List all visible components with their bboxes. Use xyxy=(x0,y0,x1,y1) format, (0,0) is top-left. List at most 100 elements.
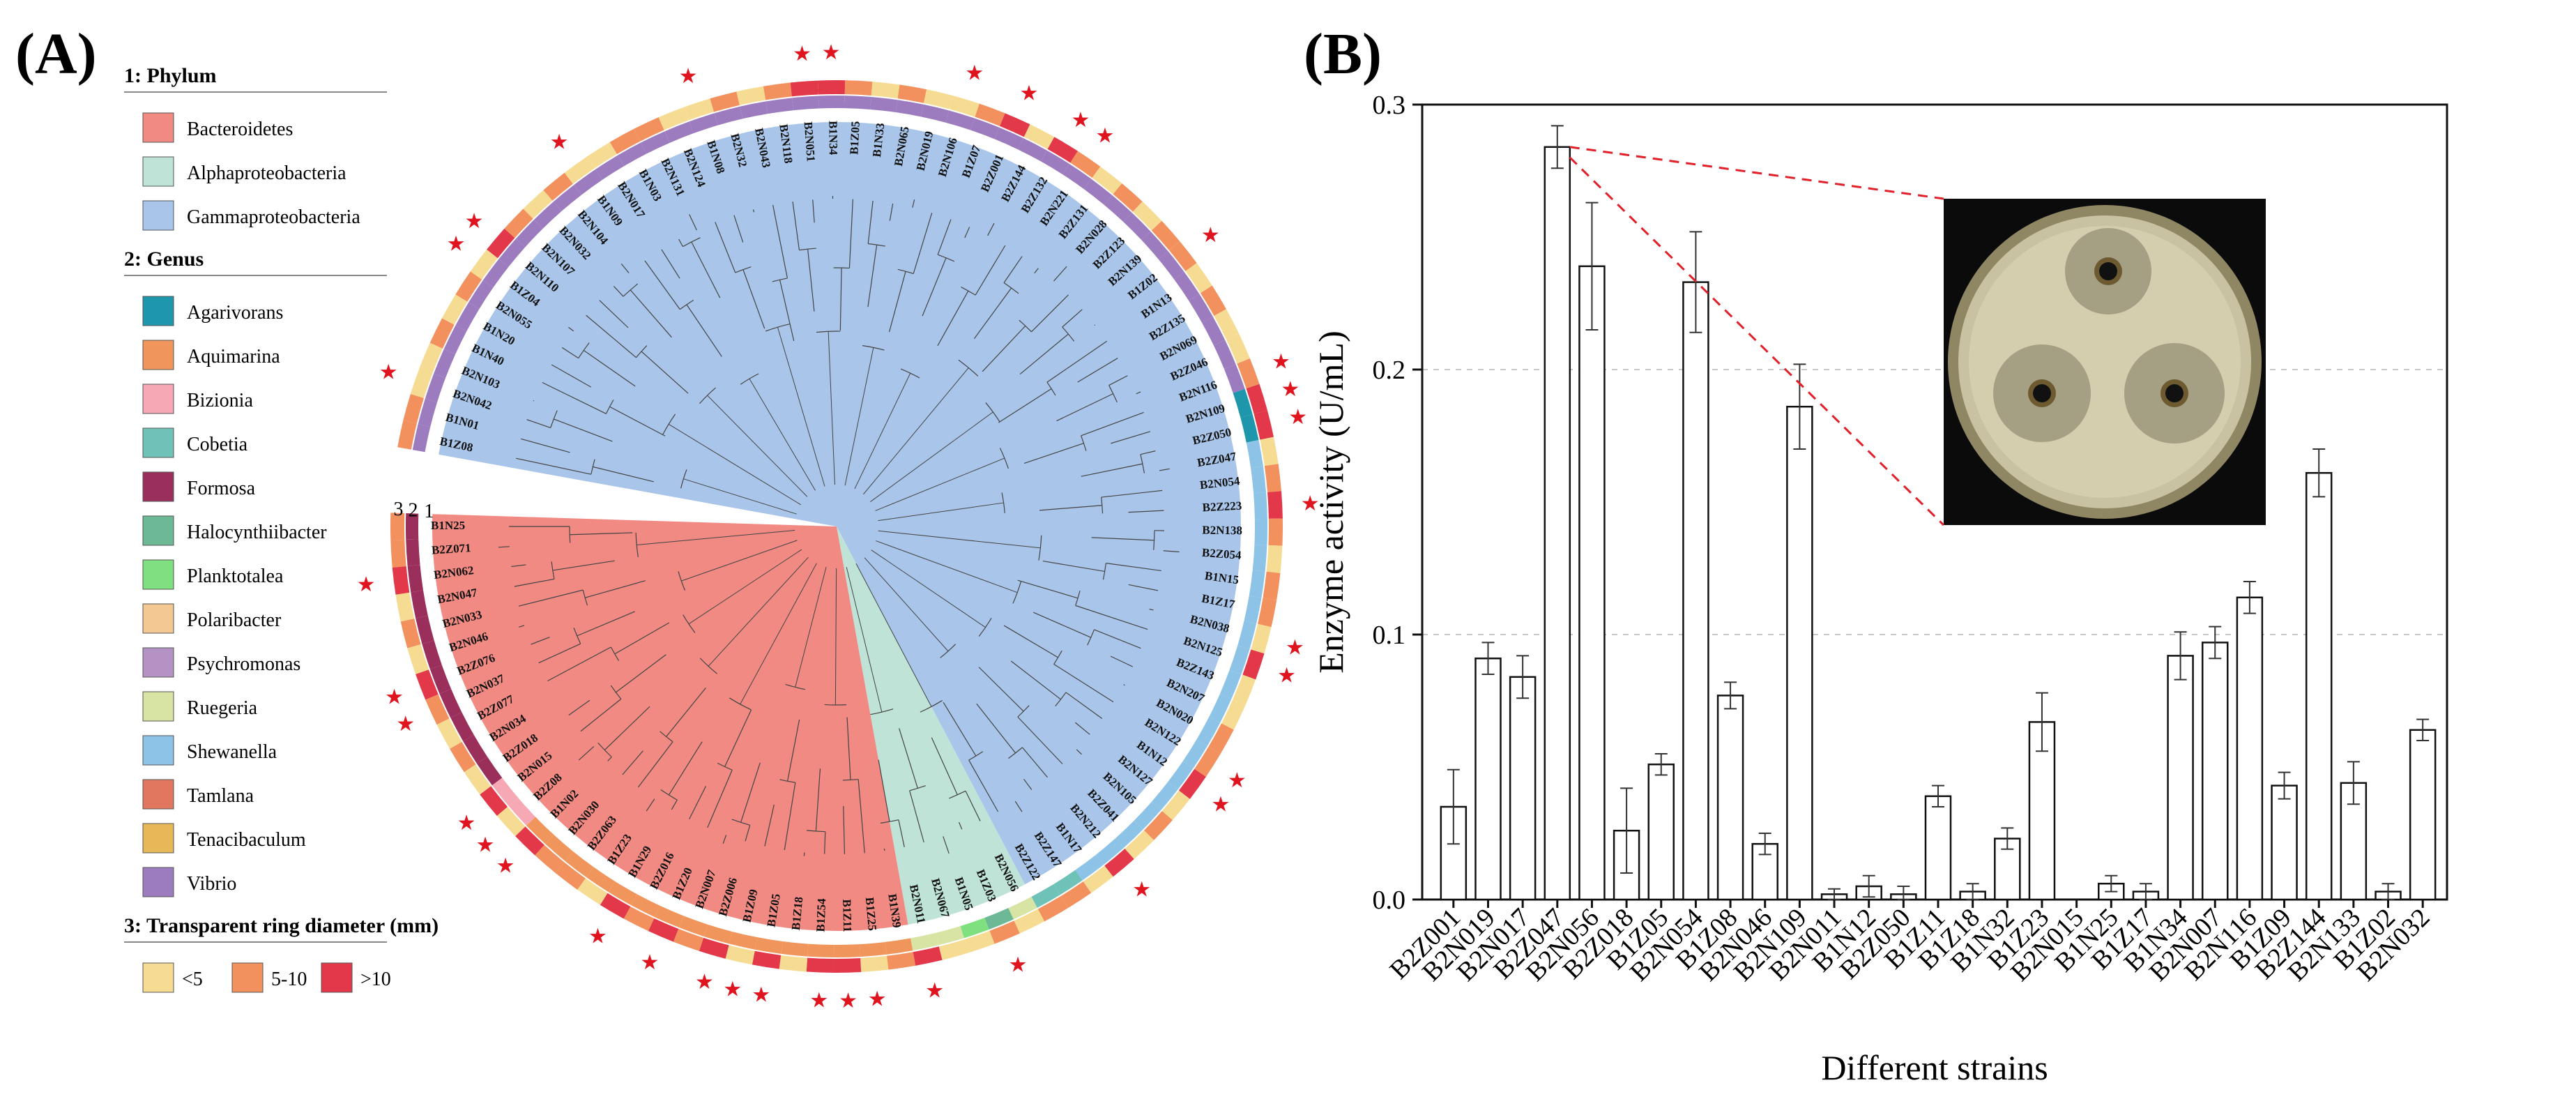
legend-swatch xyxy=(143,736,174,765)
legend-label: Vibrio xyxy=(187,873,236,895)
legend-label: Shewanella xyxy=(187,741,277,763)
legend-label: Gammaproteobacteria xyxy=(187,206,360,228)
diameter-ring-segment xyxy=(871,82,900,98)
legend-label: Bacteroidetes xyxy=(187,119,293,140)
genus-ring-segment xyxy=(406,539,420,566)
legend-swatch xyxy=(143,560,174,589)
star-icon: ★ xyxy=(1019,82,1038,105)
star-icon: ★ xyxy=(1272,350,1290,373)
phylogenetic-tree: ★★★★★★★★★★★★★★★★★★★★★★★★★★★★★★★★★★★★★B1Z… xyxy=(357,41,1320,1012)
star-icon: ★ xyxy=(752,983,770,1006)
star-icon: ★ xyxy=(965,61,984,84)
well xyxy=(2165,384,2183,402)
leaf-label: B2Z223 xyxy=(1202,499,1242,515)
diameter-ring-segment xyxy=(860,956,888,972)
diameter-ring-segment xyxy=(818,80,845,95)
legend-swatch xyxy=(143,516,174,545)
genus-ring-segment xyxy=(792,96,819,111)
diameter-ring-segment xyxy=(393,566,410,595)
bar xyxy=(2306,473,2331,900)
genus-ring-segment xyxy=(755,937,783,954)
legend-swatch xyxy=(143,384,174,414)
star-icon: ★ xyxy=(1132,878,1151,901)
leaf-label: B2N138 xyxy=(1202,524,1242,538)
star-icon: ★ xyxy=(385,686,404,709)
diameter-ring-segment xyxy=(779,955,807,972)
legend-label: Agarivorans xyxy=(187,302,283,324)
diameter-ring-segment xyxy=(1263,572,1280,600)
well xyxy=(2033,384,2051,402)
leaf-label: B1Z54 xyxy=(814,898,828,932)
diameter-ring-segment xyxy=(1267,545,1283,573)
diameter-ring-segment xyxy=(887,952,915,969)
genus-ring-segment xyxy=(807,944,834,957)
highlight-connector xyxy=(1570,147,1944,199)
star-icon: ★ xyxy=(1071,109,1090,132)
bar xyxy=(1475,658,1500,900)
legend-swatch xyxy=(143,472,174,501)
plot-frame xyxy=(1422,105,2447,900)
diameter-ring-segment xyxy=(1260,437,1278,466)
bar xyxy=(2202,642,2227,900)
genus-ring-segment xyxy=(765,98,793,114)
star-icon: ★ xyxy=(925,979,944,1002)
genus-ring-segment xyxy=(1249,570,1265,598)
phylogenetic-tree-figure: (A) 1: PhylumBacteroidetesAlphaproteobac… xyxy=(0,0,1366,1112)
star-icon: ★ xyxy=(465,210,484,233)
legend-swatch xyxy=(143,157,174,186)
star-icon: ★ xyxy=(1201,224,1220,247)
legend-swatch xyxy=(143,648,174,677)
genus-ring-segment xyxy=(1254,519,1267,545)
star-icon: ★ xyxy=(695,971,714,994)
ring-number: 3 xyxy=(394,499,404,520)
y-tick-label: 0.3 xyxy=(1373,91,1406,120)
legend-swatch xyxy=(143,428,174,457)
ring-number: 1 xyxy=(424,501,434,522)
star-icon: ★ xyxy=(447,233,466,256)
star-icon: ★ xyxy=(1009,953,1028,976)
star-icon: ★ xyxy=(868,988,887,1011)
legend-swatch xyxy=(143,201,174,230)
ring-number: 2 xyxy=(408,500,418,522)
star-icon: ★ xyxy=(496,855,515,878)
bar xyxy=(1579,266,1604,900)
genus-ring-segment xyxy=(1253,545,1267,572)
legend-swatch xyxy=(143,824,174,853)
legend-swatch xyxy=(232,963,263,992)
bar xyxy=(1787,407,1812,900)
legend-swatch xyxy=(143,692,174,721)
star-icon: ★ xyxy=(550,131,569,154)
genus-ring-segment xyxy=(408,565,423,592)
leaf-label: B1N25 xyxy=(431,519,465,532)
star-icon: ★ xyxy=(357,573,376,596)
genus-ring-segment xyxy=(818,96,845,109)
star-icon: ★ xyxy=(723,978,742,1001)
legend-section-title: 2: Genus xyxy=(124,248,204,271)
leaf-label: B1Z11 xyxy=(840,899,854,932)
diameter-ring-segment xyxy=(898,84,927,103)
legend-swatch xyxy=(143,963,174,992)
diameter-ring-segment xyxy=(1267,491,1283,519)
genus-ring-segment xyxy=(1247,440,1263,468)
legend-label: <5 xyxy=(182,969,203,990)
panel-a-label: (A) xyxy=(15,22,97,86)
diameter-ring-segment xyxy=(791,81,818,97)
y-tick-label: 0.0 xyxy=(1373,886,1406,915)
y-tick-label: 0.2 xyxy=(1373,356,1406,385)
enzyme-activity-chart: 0.00.10.20.3B2Z001B2N019B2N017B2Z047B2N0… xyxy=(1311,91,2447,1087)
bar xyxy=(2410,730,2435,900)
diameter-ring-segment xyxy=(834,958,861,973)
legend-label: Aquimarina xyxy=(187,346,280,367)
diameter-ring-segment xyxy=(1265,464,1281,492)
star-icon: ★ xyxy=(809,989,828,1012)
star-icon: ★ xyxy=(476,834,495,857)
bar xyxy=(1545,147,1570,900)
legend-label: Polaribacter xyxy=(187,609,282,631)
bar xyxy=(1510,677,1535,900)
star-icon: ★ xyxy=(1096,124,1115,147)
legend-label: 5-10 xyxy=(271,969,307,990)
bar xyxy=(1683,282,1708,900)
star-icon: ★ xyxy=(396,713,415,736)
star-icon: ★ xyxy=(1212,794,1230,817)
bar xyxy=(2272,786,2297,900)
